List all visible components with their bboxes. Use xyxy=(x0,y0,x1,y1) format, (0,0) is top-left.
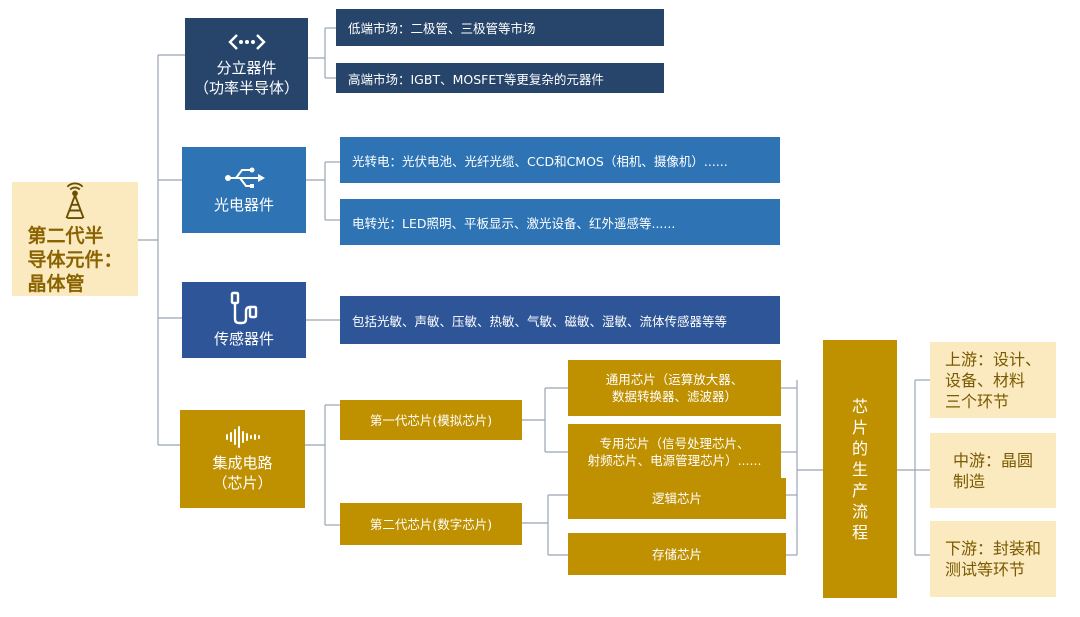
ic-gen1-general-chips: 通用芯片（运算放大器、数据转换器、滤波器） xyxy=(568,360,781,416)
discrete-item-low-end: 低端市场：二极管、三极管等市场 xyxy=(336,9,664,46)
stage-downstream: 下游：封装和测试等环节 xyxy=(930,521,1056,597)
category-discrete-devices: 分立器件 （功率半导体） xyxy=(185,18,308,110)
root-title: 第二代半 导体元件： 晶体管 xyxy=(27,225,123,295)
category-sensor-devices: 传感器件 xyxy=(182,282,306,358)
discrete-item-high-end: 高端市场：IGBT、MOSFET等更复杂的元器件 xyxy=(336,63,664,93)
ic-gen1-analog: 第一代芯片(模拟芯片) xyxy=(340,400,522,440)
root-node: 第二代半 导体元件： 晶体管 xyxy=(12,182,138,296)
ic-gen2-digital: 第二代芯片(数字芯片) xyxy=(340,503,522,545)
opto-item-light-to-electric: 光转电：光伏电池、光纤光缆、CCD和CMOS（相机、摄像机）...... xyxy=(340,137,780,183)
stage-midstream: 中游：晶圆制造 xyxy=(930,433,1056,508)
ic-gen2-logic-chips: 逻辑芯片 xyxy=(568,478,786,519)
ic-gen1-special-chips: 专用芯片（信号处理芯片、射频芯片、电源管理芯片）...... xyxy=(568,424,781,480)
category-integrated-circuits: 集成电路 （芯片） xyxy=(180,410,305,508)
category-optoelectronic-devices: 光电器件 xyxy=(182,147,306,233)
sensor-item-types: 包括光敏、声敏、压敏、热敏、气敏、磁敏、湿敏、流体传感器等等 xyxy=(340,296,780,344)
ic-gen2-memory-chips: 存储芯片 xyxy=(568,533,786,575)
antenna-tower-icon xyxy=(65,182,85,220)
opto-item-electric-to-light: 电转光：LED照明、平板显示、激光设备、红外遥感等...... xyxy=(340,199,780,245)
code-arrows-icon xyxy=(227,34,266,50)
sound-wave-icon xyxy=(225,426,260,448)
chip-production-process: 芯片的 生产流 程 xyxy=(823,340,897,598)
stage-upstream: 上游：设计、设备、材料三个环节 xyxy=(930,342,1056,418)
usb-icon xyxy=(225,167,265,188)
cable-plug-icon xyxy=(230,291,258,325)
